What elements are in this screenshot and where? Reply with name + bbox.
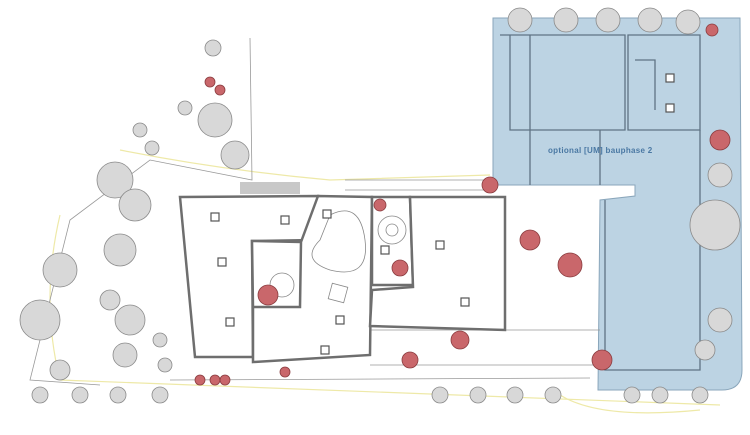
column-marker	[435, 240, 445, 250]
tree-icon	[623, 386, 641, 404]
existing-tree-icon	[279, 366, 291, 378]
phase-2-building-lines	[500, 34, 701, 371]
tree-icon	[595, 7, 621, 33]
tree-icon	[689, 199, 741, 251]
tree-icon	[96, 161, 134, 199]
phase-2-area	[492, 17, 743, 391]
existing-tree-icon	[209, 374, 221, 386]
tree-icon	[204, 39, 222, 57]
existing-tree-icon	[257, 284, 279, 306]
tree-icon	[707, 162, 733, 188]
column-marker	[225, 317, 235, 327]
tree-icon	[507, 7, 533, 33]
existing-tree-icon	[401, 351, 419, 369]
trees	[19, 7, 741, 404]
column-marker	[322, 209, 332, 219]
tree-icon	[707, 307, 733, 333]
tree-icon	[109, 386, 127, 404]
tree-icon	[71, 386, 89, 404]
existing-tree-icon	[391, 259, 409, 277]
tree-icon	[19, 299, 61, 341]
column-marker	[460, 297, 470, 307]
tree-icon	[469, 386, 487, 404]
column-marker	[665, 103, 675, 113]
column-marker	[210, 212, 220, 222]
building-east	[368, 195, 507, 332]
tree-icon	[177, 100, 193, 116]
courtyard-details	[269, 210, 407, 304]
tree-icon	[99, 289, 121, 311]
existing-tree-icon	[705, 23, 719, 37]
phase-2-label: optional [UM] bauphase 2	[548, 146, 653, 155]
column-marker	[335, 315, 345, 325]
tree-icon	[651, 386, 669, 404]
existing-tree-icon	[450, 330, 470, 350]
existing-tree-icon	[709, 129, 731, 151]
tree-icon	[118, 188, 152, 222]
column-marker	[217, 257, 227, 267]
tree-icon	[431, 386, 449, 404]
tree-icon	[42, 252, 78, 288]
tree-icon	[691, 386, 709, 404]
tree-icon	[694, 339, 716, 361]
tree-icon	[553, 7, 579, 33]
column-marker	[665, 73, 675, 83]
column-marker	[280, 215, 290, 225]
tree-icon	[132, 122, 148, 138]
existing-tree-icon	[591, 349, 613, 371]
existing-tree-icon	[519, 229, 541, 251]
existing-tree-icon	[204, 76, 216, 88]
tree-icon	[157, 357, 173, 373]
existing-tree-icon	[219, 374, 231, 386]
tree-icon	[112, 342, 138, 368]
tree-icon	[49, 359, 71, 381]
existing-tree-icon	[214, 84, 226, 96]
tree-icon	[544, 386, 562, 404]
tree-icon	[31, 386, 49, 404]
column-markers	[210, 73, 675, 355]
tree-icon	[151, 386, 169, 404]
tree-icon	[197, 102, 233, 138]
tree-icon	[675, 9, 701, 35]
tree-icon	[144, 140, 160, 156]
tree-icon	[103, 233, 137, 267]
existing-tree-icon	[481, 176, 499, 194]
existing-tree-icon	[557, 252, 583, 278]
tree-icon	[506, 386, 524, 404]
tree-icon	[152, 332, 168, 348]
tree-icon	[114, 304, 146, 336]
column-marker	[380, 245, 390, 255]
tree-icon	[220, 140, 250, 170]
tree-icon	[637, 7, 663, 33]
existing-tree-icon	[373, 198, 387, 212]
column-marker	[320, 345, 330, 355]
entrance-plaza	[240, 182, 300, 194]
existing-tree-icon	[194, 374, 206, 386]
